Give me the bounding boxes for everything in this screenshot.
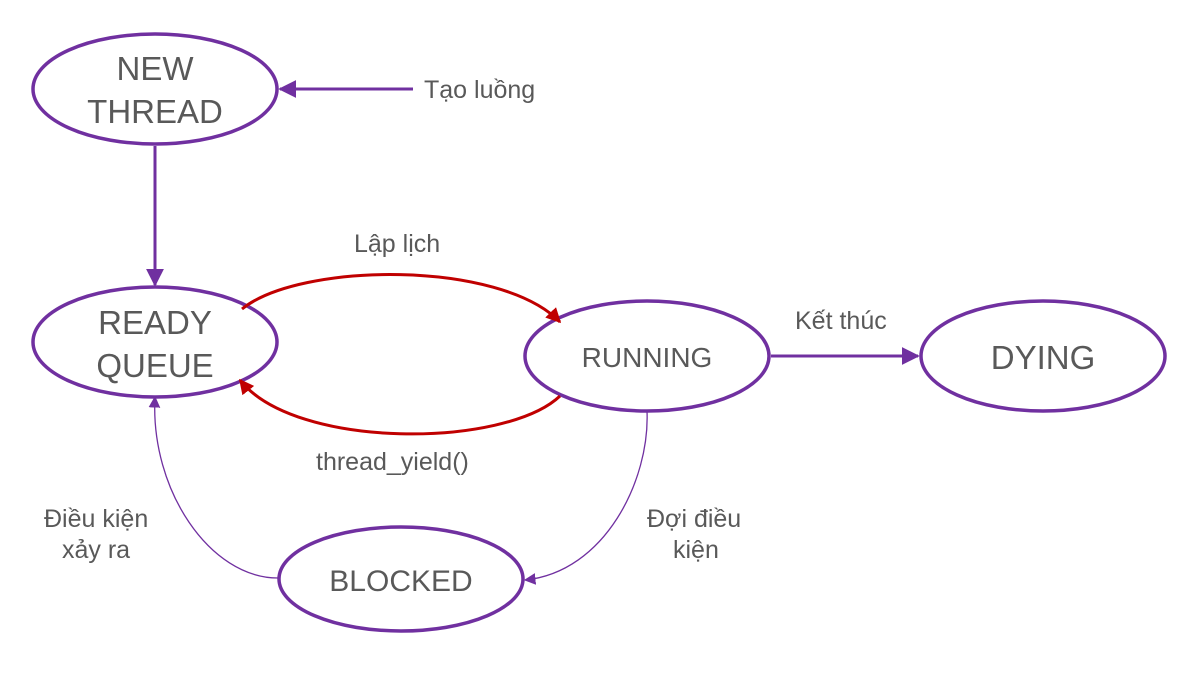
state-blocked-label: BLOCKED	[329, 565, 472, 598]
edge-yield-arrow	[238, 378, 562, 436]
state-new-thread-shape	[31, 32, 279, 146]
state-dying: DYING	[919, 299, 1167, 413]
state-new-thread-line2: THREAD	[87, 93, 223, 130]
state-ready-queue-line1: READY	[98, 304, 212, 341]
edge-condition-met-line1: Điều kiện	[44, 505, 148, 533]
state-ready-queue-line2: QUEUE	[96, 347, 213, 384]
edge-yield-label: thread_yield()	[316, 448, 469, 476]
state-ready-queue: READY QUEUE	[31, 285, 279, 399]
state-running: RUNNING	[523, 299, 771, 413]
state-blocked: BLOCKED	[277, 525, 525, 633]
edge-condition-met-line2: xảy ra	[62, 536, 130, 564]
edge-wait-condition-arrow	[523, 410, 648, 585]
state-new-thread-line1: NEW	[117, 50, 195, 87]
edge-create-label: Tạo luồng	[424, 76, 535, 104]
state-running-label: RUNNING	[582, 342, 713, 373]
edge-schedule-arrow	[241, 273, 562, 324]
edge-wait-condition-line2: kiện	[673, 536, 719, 564]
edge-finish-label: Kết thúc	[795, 307, 887, 335]
state-blocked-shape	[277, 525, 525, 633]
state-dying-shape	[919, 299, 1167, 413]
edge-condition-met-arrow	[148, 395, 279, 579]
edge-schedule-label: Lập lịch	[354, 230, 440, 258]
edge-wait-condition-line1: Đợi điều	[647, 505, 741, 533]
state-dying-label: DYING	[991, 339, 1096, 376]
state-new-thread: NEW THREAD	[31, 32, 279, 146]
